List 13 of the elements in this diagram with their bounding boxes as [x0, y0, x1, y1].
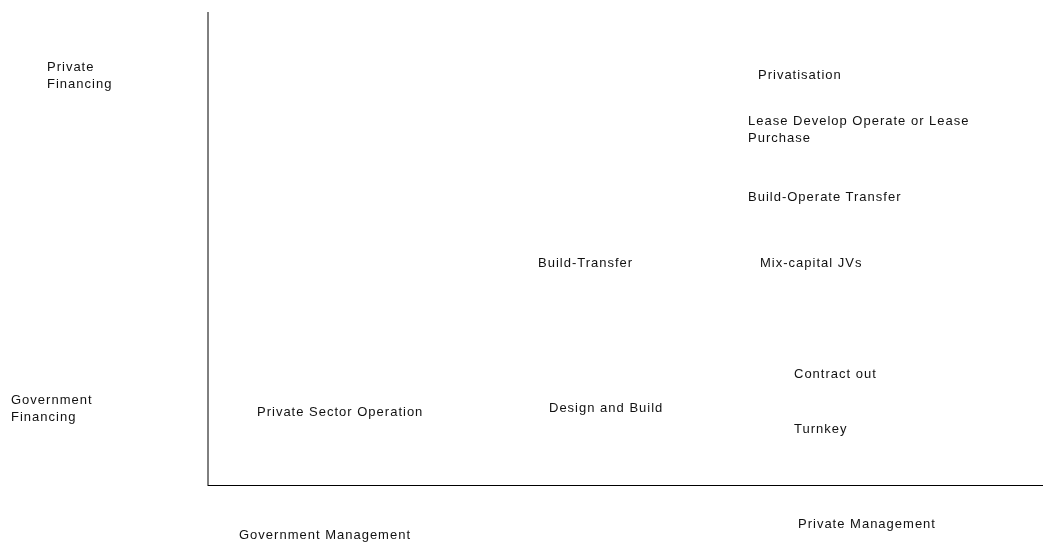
position-label: Lease Develop Operate or Lease Purchase [748, 112, 971, 146]
position-label: Contract out [794, 365, 877, 382]
position-label: Turnkey [794, 420, 848, 437]
axis-label: Government Financing [11, 391, 94, 425]
position-label: Privatisation [758, 66, 842, 83]
position-label: Mix-capital JVs [760, 254, 863, 271]
position-label: Build-Transfer [538, 254, 634, 271]
axis-label: Private Financing [47, 58, 114, 92]
position-label: Private Sector Operation [257, 403, 424, 420]
position-label: Design and Build [549, 399, 664, 416]
axis-label: Private Management [798, 515, 936, 532]
position-label: Build-Operate Transfer [748, 188, 902, 205]
axis-label: Government Management [239, 526, 412, 543]
